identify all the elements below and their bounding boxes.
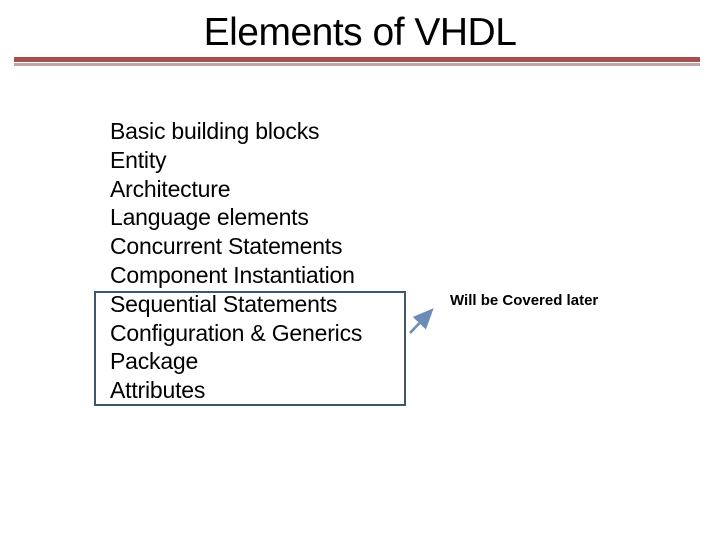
list-item: Language elements (110, 204, 309, 231)
rule-dark-bar (14, 57, 700, 62)
list-item: Entity (110, 146, 167, 173)
list-item: Basic building blocks (110, 118, 320, 144)
title-underline-rule (14, 57, 700, 66)
covered-later-highlight-box (94, 291, 406, 406)
list-item: Package (110, 348, 199, 375)
list-item: Attributes (110, 377, 206, 404)
rule-light-bar (14, 63, 700, 66)
vhdl-elements-list: Basic building blocks Entity Architectur… (110, 117, 362, 405)
list-item: Configuration & Generics (110, 319, 363, 346)
slide-title: Elements of VHDL (203, 11, 517, 54)
list-item: Component Instantiation (110, 261, 355, 288)
list-item: Sequential Statements (110, 290, 338, 317)
annotation-label: Will be Covered later (450, 292, 599, 309)
arrow-icon (409, 308, 434, 334)
list-item: Architecture (110, 175, 231, 202)
list-item: Concurrent Statements (110, 233, 343, 260)
